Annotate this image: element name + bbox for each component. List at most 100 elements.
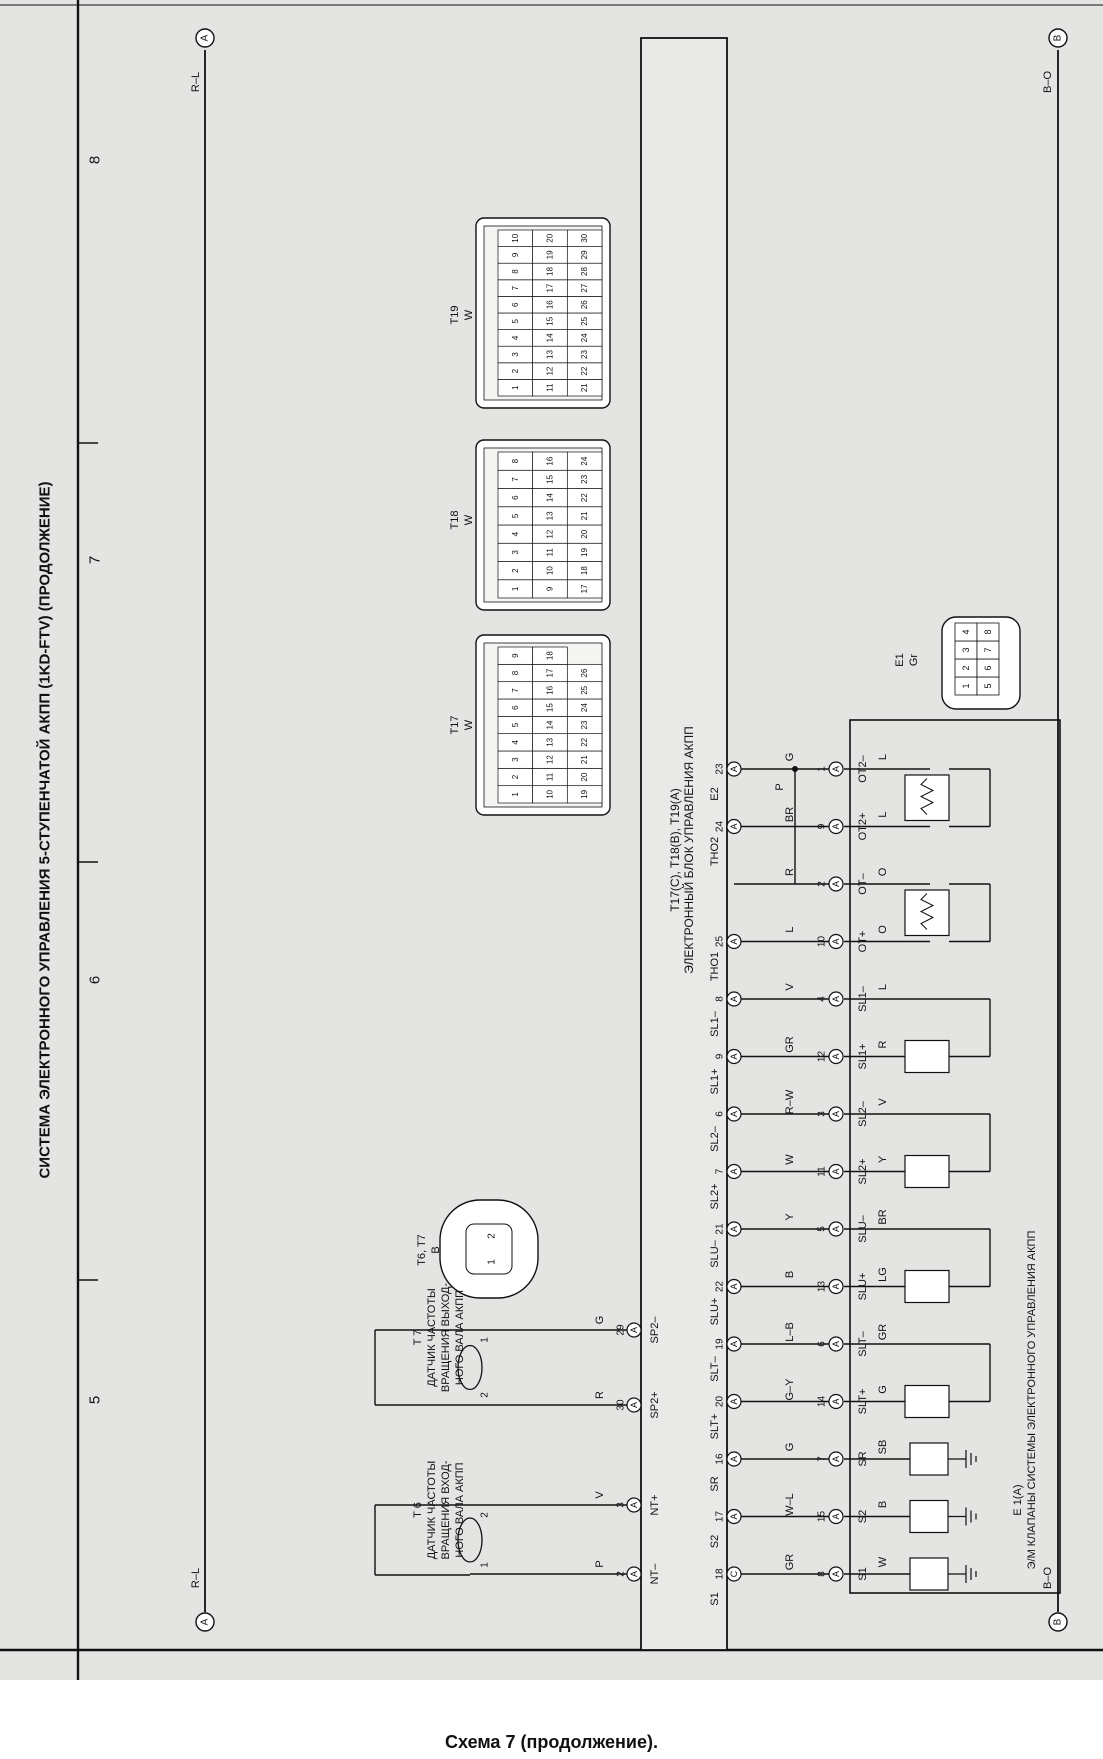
terminal-SL2+-7-sol-conn-letter: A <box>831 1168 841 1174</box>
connector-t17-pin-10: 10 <box>546 789 555 798</box>
connector-t17-pin-8: 8 <box>511 670 520 675</box>
terminal-OT–-12-sol-conn <box>828 876 844 892</box>
terminal-OT+-11-wire-color: L <box>784 926 796 932</box>
connector-t19-pin-cell <box>566 229 603 247</box>
bus-marker-b-bottom <box>1048 1612 1068 1632</box>
bus-label-rl-top: R–L <box>190 72 202 92</box>
terminal-SL1–-10-sol-wire-color: L <box>877 984 889 990</box>
terminal-S2-1-ecu-name: S2 <box>709 1535 721 1548</box>
terminal-SLT–-4-ecu-name: SLT– <box>709 1355 721 1381</box>
connector-t18-pin-23: 23 <box>580 474 589 483</box>
sensor-t7-name: T 7 <box>412 1330 424 1346</box>
connector-t6t7-pin-1: 1 <box>487 1259 498 1265</box>
connector-e1-pin-8: 8 <box>983 629 993 634</box>
connector-t19-pin-5: 5 <box>511 319 520 324</box>
terminal-SLT–-4-sol-pin: 6 <box>817 1341 828 1347</box>
terminal-SL1+-9-ecu-conn-letter: A <box>729 1053 739 1059</box>
connector-t17-pin-15: 15 <box>546 703 555 712</box>
connector-t19-pin-16: 16 <box>546 300 555 309</box>
connector-e1-name: E1 <box>894 653 906 666</box>
terminal-SR-2-sol-wire-color: SB <box>877 1440 889 1455</box>
terminal-SL1+-9-sol-pin: 12 <box>817 1051 828 1063</box>
connector-t17-pin-9: 9 <box>511 653 520 658</box>
bus-marker-a-bottom-letter: A <box>200 1618 211 1625</box>
connector-t19-pin-21: 21 <box>580 383 589 392</box>
connector-t19-pin-14: 14 <box>546 333 555 342</box>
terminal-OT2–-14-ecu-name: E2 <box>709 787 721 800</box>
thermistor-oil-2 <box>904 774 950 822</box>
terminal-SL1–-10-sol-pin: 4 <box>817 996 828 1002</box>
connector-t19-name: T19 <box>449 306 461 325</box>
terminal-OT2–-14-ecu-conn-letter: A <box>729 766 739 772</box>
terminal-OT2+-13-ecu-conn-letter: A <box>729 823 739 829</box>
terminal-SL2+-7-ecu-conn-letter: A <box>729 1168 739 1174</box>
ecu-terminal-SP2+-name: SP2+ <box>649 1391 661 1418</box>
connector-e1-pin-4: 4 <box>961 629 971 634</box>
ecu-terminal-NT+-conn-letter: A <box>629 1502 639 1508</box>
terminal-S2-1-sol-conn-letter: A <box>831 1513 841 1519</box>
connector-t17-pin-7: 7 <box>511 688 520 693</box>
connector-t18-pin-18: 18 <box>580 566 589 575</box>
connector-t19-pin-2: 2 <box>511 368 520 373</box>
terminal-SL2–-8-sol-conn-letter: A <box>831 1111 841 1117</box>
connector-t19-pin-1: 1 <box>511 385 520 390</box>
wire-e2-p: P <box>774 783 786 790</box>
connector-t17-pin-1: 1 <box>511 792 520 797</box>
terminal-SR-2-ground <box>948 1450 977 1468</box>
terminal-SLT+-3-ecu-conn <box>726 1393 742 1410</box>
thermistor-oil-1-zigzag <box>919 893 935 930</box>
connector-t6t7-name: T6, T7 <box>416 1234 428 1266</box>
terminal-S1-0-ecu-pin: 18 <box>715 1568 726 1580</box>
ecu-terminal-SP2+-conn-letter: A <box>629 1402 639 1408</box>
connector-t19-pin-15: 15 <box>546 316 555 325</box>
connector-t17-pin-26: 26 <box>580 668 589 677</box>
terminal-SR-2-sol-pin: 7 <box>817 1456 828 1462</box>
terminal-SLT–-4-sol-conn-letter: A <box>831 1341 841 1347</box>
sensor-t6-desc1: ДАТЧИК ЧАСТОТЫ <box>426 1461 438 1560</box>
terminal-S1-0-ecu-conn <box>726 1566 742 1582</box>
ecu-terminal-NT–-wire-color: P <box>594 1560 606 1567</box>
connector-t18-pin-1: 1 <box>511 586 520 591</box>
terminal-SL2+-7-ecu-name: SL2+ <box>709 1184 721 1210</box>
terminal-S1-0-ecu-name: S1 <box>709 1592 721 1605</box>
terminal-SL1–-10-sol-conn-letter: A <box>831 996 841 1002</box>
terminal-SLU+-5-ecu-pin: 22 <box>715 1281 726 1293</box>
ecu-terminal-SP2–-pin: 29 <box>616 1324 627 1336</box>
connector-t17-pin-16: 16 <box>546 685 555 694</box>
terminal-SL2–-8-ecu-pin: 6 <box>715 1111 726 1117</box>
terminal-SL1–-10-ecu-name: SL1– <box>709 1010 721 1037</box>
terminal-SL2–-8-ecu-conn <box>726 1106 742 1122</box>
connector-t19-pin-28: 28 <box>580 267 589 276</box>
connector-t18-pin-6: 6 <box>511 495 520 500</box>
terminal-SL2–-8-wire-color: R–W <box>784 1089 796 1114</box>
ecu-terminal-SP2–-conn <box>626 1322 642 1338</box>
terminal-SL1–-10-sol-conn <box>828 991 844 1007</box>
connector-t17-pin-21: 21 <box>580 755 589 764</box>
solenoid-block <box>849 719 1061 1594</box>
terminal-S2-1-sol-pin: 15 <box>817 1511 828 1523</box>
terminal-SLU–-6-sol-conn <box>828 1221 844 1237</box>
terminal-SLU–-6-ecu-conn-letter: A <box>729 1226 739 1232</box>
connector-t6t7-face <box>465 1223 513 1275</box>
terminal-SL1–-10-ecu-conn <box>726 991 742 1007</box>
sensor-t6-pin1: 1 <box>480 1562 491 1568</box>
terminal-SLT+-3-sol-pin: 14 <box>817 1396 828 1408</box>
bus-marker-b-top-letter: B <box>1053 34 1064 41</box>
terminal-SL1+-9-sol-conn-letter: A <box>831 1053 841 1059</box>
ecu-terminal-NT+-name: NT+ <box>649 1494 661 1515</box>
connector-t18-pin-15: 15 <box>546 474 555 483</box>
terminal-SL1+-9-ecu-name: SL1+ <box>709 1069 721 1095</box>
terminal-SLU–-6-sol-pin: 5 <box>817 1226 828 1232</box>
terminal-OT+-11-ecu-conn-letter: A <box>729 938 739 944</box>
terminal-SL2–-8-ecu-conn-letter: A <box>729 1111 739 1117</box>
bus-label-bo-top: B–O <box>1042 71 1054 93</box>
connector-t19-pin-27: 27 <box>580 283 589 292</box>
connector-t17-pin-4: 4 <box>511 740 520 745</box>
ecu-terminal-SP2+-conn <box>626 1397 642 1413</box>
ecu-label-connectors: T17(C), T18(B), T19(A) <box>668 788 682 912</box>
sensor-t7-pin2: 1 <box>480 1337 491 1343</box>
terminal-S2-1-solenoid <box>909 1499 949 1534</box>
terminal-SR-2-ecu-name: SR <box>709 1476 721 1491</box>
connector-t17-pin-5: 5 <box>511 722 520 727</box>
bus-label-bo-bottom: B–O <box>1042 1567 1054 1589</box>
